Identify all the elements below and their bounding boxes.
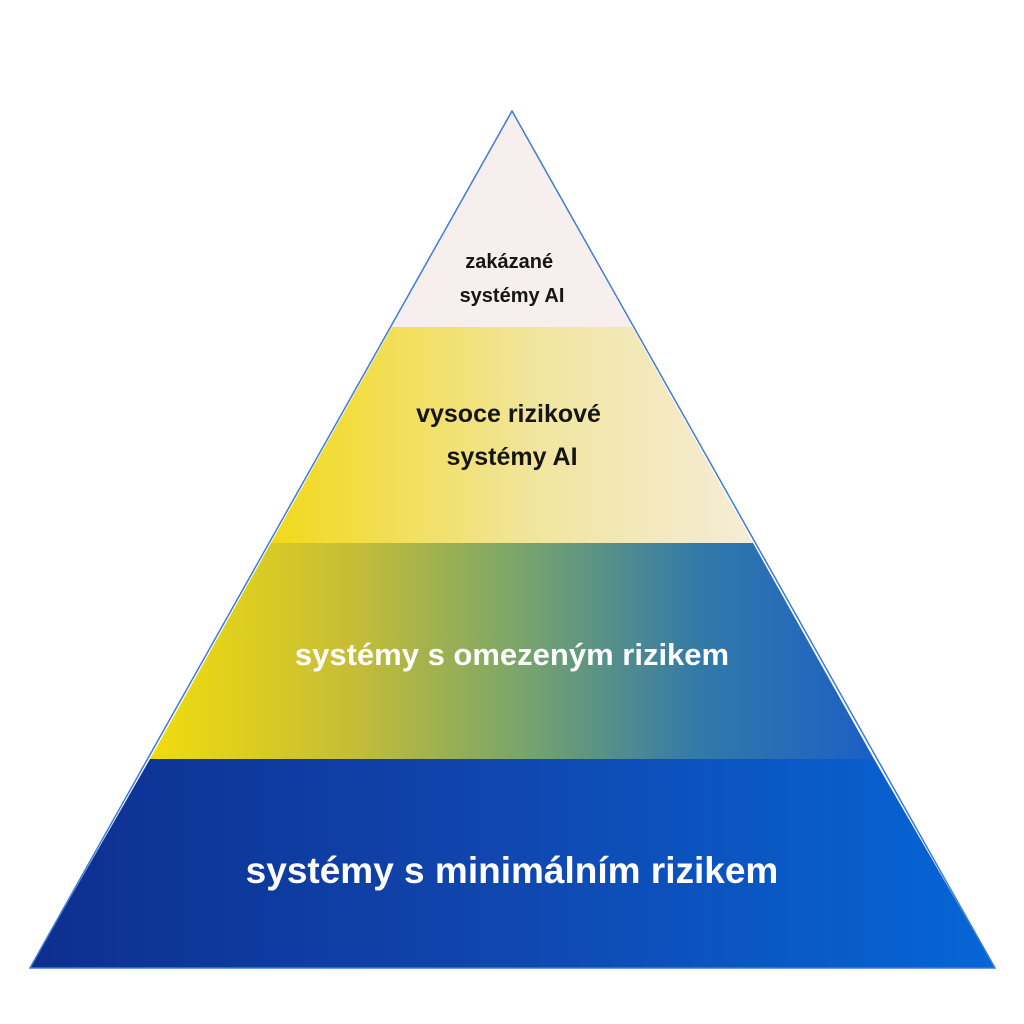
tier-prohibited: zakázané systémy AI bbox=[392, 111, 632, 327]
tier-minimal-risk-shape bbox=[30, 759, 995, 968]
tier-prohibited-line-1: zakázané bbox=[465, 251, 553, 273]
tier-minimal-risk-label: systémy s minimálním rizikem bbox=[246, 850, 779, 891]
tier-high-risk-line-1: vysoce rizikové bbox=[416, 400, 601, 428]
tier-limited-risk-shape bbox=[150, 543, 874, 759]
tier-limited-risk-label: systémy s omezeným rizikem bbox=[295, 637, 729, 672]
tier-high-risk-line-2: systémy AI bbox=[446, 443, 577, 471]
tier-minimal-risk: systémy s minimálním rizikem bbox=[30, 759, 995, 968]
pyramid-outline bbox=[28, 109, 997, 969]
tier-prohibited-line-2: systémy AI bbox=[460, 285, 565, 307]
tier-limited-risk: systémy s omezeným rizikem bbox=[150, 543, 874, 759]
tier-high-risk: vysoce rizikové systémy AI bbox=[271, 327, 753, 543]
tier-high-risk-shape bbox=[271, 327, 753, 543]
tier-prohibited-label: zakázané systémy AI bbox=[460, 251, 565, 307]
tier-prohibited-shape bbox=[392, 111, 632, 327]
tier-high-risk-label: vysoce rizikové systémy AI bbox=[416, 400, 608, 471]
